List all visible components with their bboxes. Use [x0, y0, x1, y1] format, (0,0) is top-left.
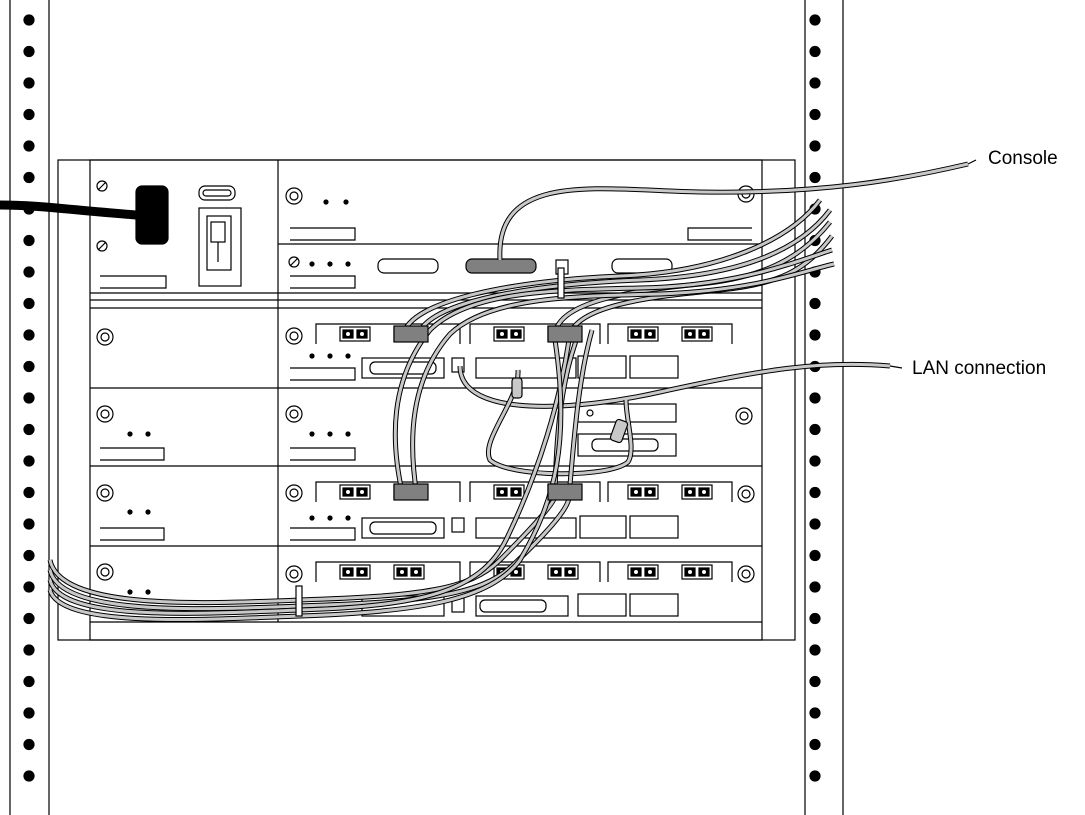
rail-hole — [23, 455, 35, 467]
fiber-port — [339, 564, 371, 580]
right-rail-mounting-holes — [809, 14, 821, 782]
rail-hole — [23, 644, 35, 656]
rail-hole — [23, 329, 35, 341]
rail-hole — [809, 549, 821, 562]
rail-hole — [23, 360, 35, 373]
fiber-port — [339, 484, 371, 500]
fiber-port — [547, 564, 579, 580]
console-callout-label: Console — [988, 148, 1058, 169]
rail-hole — [809, 14, 821, 26]
rail-hole — [23, 423, 35, 436]
rail-hole — [809, 108, 821, 121]
fiber-port — [627, 326, 659, 342]
fiber-patch-connectors — [393, 325, 583, 501]
rail-hole — [23, 234, 35, 247]
rail-hole — [809, 770, 821, 782]
rail-hole — [23, 707, 35, 719]
rail-hole — [23, 738, 35, 751]
rail-hole — [809, 77, 821, 89]
line-card-2 — [285, 403, 753, 461]
lan-connection-callout-label: LAN connection — [912, 358, 1047, 379]
fiber-port — [627, 484, 659, 500]
rail-hole — [23, 486, 35, 499]
left-rail-mounting-holes — [23, 14, 35, 782]
rail-hole — [23, 171, 35, 184]
rail-hole — [23, 266, 35, 278]
fiber-port — [681, 484, 713, 500]
rail-hole — [23, 518, 35, 530]
fiber-port — [493, 484, 525, 500]
fiber-port — [493, 564, 525, 580]
rail-hole — [809, 518, 821, 530]
rail-hole — [23, 392, 35, 404]
callout-leaders — [889, 159, 977, 369]
rail-hole — [809, 738, 821, 751]
fiber-port — [627, 564, 659, 580]
rail-hole — [23, 297, 35, 310]
rail-hole — [23, 549, 35, 562]
rail-hole — [809, 486, 821, 499]
rail-hole — [23, 770, 35, 782]
rail-hole — [809, 329, 821, 341]
rail-hole — [809, 455, 821, 467]
switch-chassis — [57, 159, 796, 641]
rail-hole — [23, 45, 35, 58]
console-cable — [497, 161, 969, 261]
rail-hole — [809, 45, 821, 58]
rail-hole — [23, 140, 35, 152]
rail-hole — [809, 297, 821, 310]
rail-hole — [23, 108, 35, 121]
fiber-port — [493, 326, 525, 342]
fiber-port — [339, 326, 371, 342]
rail-hole — [809, 392, 821, 404]
left-rack-rail — [9, 0, 50, 815]
fiber-port — [681, 326, 713, 342]
fiber-cable-bundle — [47, 198, 835, 623]
rail-hole — [809, 707, 821, 719]
rail-hole — [809, 581, 821, 593]
fiber-port — [393, 564, 425, 580]
rail-hole — [23, 675, 35, 688]
rail-hole — [23, 581, 35, 593]
right-rack-rail — [804, 0, 844, 815]
cable-ties — [295, 267, 565, 617]
rail-hole — [809, 612, 821, 625]
rail-hole — [809, 644, 821, 656]
rail-hole — [23, 612, 35, 625]
rail-hole — [23, 14, 35, 26]
lan-connection-cable — [457, 361, 891, 477]
rail-hole — [809, 171, 821, 184]
rail-hole — [23, 77, 35, 89]
left-slot-modules — [90, 300, 762, 622]
fiber-port — [681, 564, 713, 580]
rail-hole — [809, 675, 821, 688]
power-cord — [0, 200, 137, 220]
rail-hole — [809, 140, 821, 152]
rail-hole — [809, 423, 821, 436]
